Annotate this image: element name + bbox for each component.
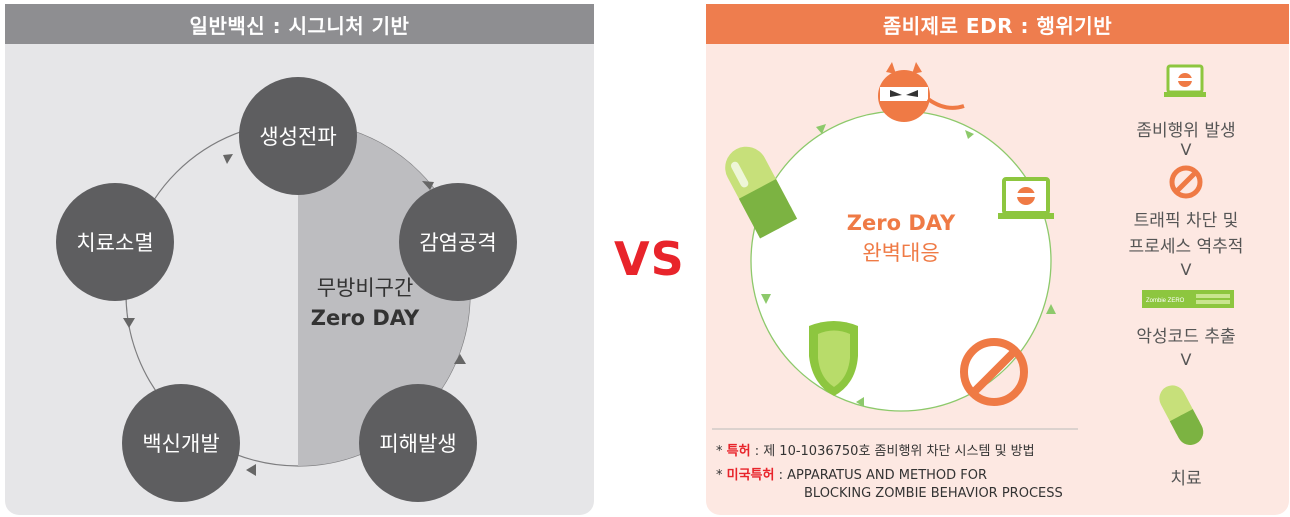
small-block-sign-icon [1169, 165, 1203, 199]
ring-arrow-3 [856, 397, 864, 407]
patent-kr-label: 특허 [726, 444, 751, 459]
arrow-head-1 [422, 181, 434, 190]
v-mark-2: V [1180, 260, 1192, 279]
signature-panel: 일반백신 : 시그니처 기반 생성전파 감염공격 피해발생 백신개발 치료소멸 … [5, 4, 594, 515]
behavior-header: 좀비제로 EDR : 행위기반 [706, 4, 1289, 44]
zone-line2: Zero DAY [310, 306, 420, 330]
node-spread: 생성전파 [239, 77, 357, 195]
node-infect: 감염공격 [399, 183, 517, 301]
patent-kr-text: : 제 10-1036750호 좀비행위 차단 시스템 및 방법 [754, 444, 1035, 459]
patent-kr: * 특허 : 제 10-1036750호 좀비행위 차단 시스템 및 방법 [716, 440, 1035, 459]
bullet: * [716, 468, 723, 483]
zone-line1: 무방비구간 [316, 276, 414, 300]
arrow-head-5 [223, 154, 233, 164]
zombie-zero-device-icon [1142, 290, 1234, 308]
small-laptop-zombie-icon [1164, 64, 1206, 97]
shield-icon [809, 321, 858, 396]
patent-us: * 미국특허 : APPARATUS AND METHOD FOR [716, 464, 987, 483]
ring-arrow-4 [761, 294, 771, 304]
patent-us-line1: : APPARATUS AND METHOD FOR [778, 468, 988, 483]
zombie-head-icon [878, 62, 965, 122]
node-cure: 치료소멸 [56, 183, 174, 301]
laptop-zombie-icon [998, 177, 1054, 219]
arrow-head-4 [123, 318, 135, 328]
step-detect: 좀비행위 발생 [1136, 121, 1236, 141]
step-cure: 치료 [1170, 469, 1202, 489]
small-capsule-icon [1159, 385, 1204, 445]
signature-header: 일반백신 : 시그니처 기반 [5, 4, 594, 44]
block-sign-icon [960, 338, 1028, 406]
bullet: * [716, 444, 723, 459]
step-block-line2: 프로세스 역추적 [1128, 237, 1244, 257]
ring-arrow-5 [816, 124, 826, 134]
step-extract: 악성코드 추출 [1136, 327, 1236, 347]
center-line2: 완벽대응 [862, 241, 940, 265]
vs-label: VS [614, 232, 685, 286]
step-block-line1: 트래픽 차단 및 [1133, 211, 1239, 231]
node-vaccine: 백신개발 [122, 384, 240, 502]
node-damage: 피해발생 [359, 384, 477, 502]
patent-us-line2: BLOCKING ZOMBIE BEHAVIOR PROCESS [804, 486, 1063, 501]
center-label: Zero DAY 완벽대응 [826, 211, 976, 267]
center-line1: Zero DAY [846, 211, 956, 235]
ring-arrow-2 [1046, 304, 1056, 314]
zero-day-zone-label: 무방비구간 Zero DAY [295, 272, 435, 330]
patent-us-label: 미국특허 [726, 468, 775, 483]
behavior-panel: 좀비제로 EDR : 행위기반 [706, 4, 1289, 515]
capsule-icon [725, 146, 798, 239]
ring-arrow-1 [965, 130, 974, 139]
behavior-cycle-diagram: Zombie ZERO [712, 62, 1234, 445]
device-label: Zombie ZERO [1146, 298, 1185, 304]
v-mark-1: V [1180, 140, 1192, 159]
arrow-head-2 [454, 354, 466, 364]
v-mark-3: V [1180, 350, 1192, 369]
arrow-head-3 [246, 464, 256, 476]
